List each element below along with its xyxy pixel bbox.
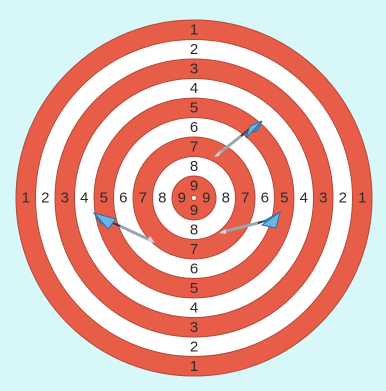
score-label-right-6: 6 [261,190,269,207]
score-label-bottom-7: 7 [190,241,198,258]
score-label-right-7: 7 [241,190,249,207]
score-label-top-9: 9 [190,177,198,194]
score-label-right-2: 2 [339,190,347,207]
score-label-left-8: 8 [158,190,166,207]
bullseye [192,196,197,201]
score-label-left-7: 7 [139,190,147,207]
score-label-bottom-4: 4 [190,299,198,316]
score-label-bottom-5: 5 [190,280,198,297]
score-label-left-6: 6 [119,190,127,207]
score-label-left-9: 9 [178,190,186,207]
score-label-bottom-2: 2 [190,338,198,355]
score-label-top-5: 5 [190,99,198,116]
score-label-right-1: 1 [358,190,366,207]
score-label-top-6: 6 [190,119,198,136]
score-label-right-9: 9 [202,190,210,207]
score-label-left-2: 2 [41,190,49,207]
score-label-right-3: 3 [319,190,327,207]
score-label-left-5: 5 [100,190,108,207]
score-label-top-1: 1 [190,21,198,38]
score-label-bottom-1: 1 [190,358,198,375]
score-label-left-1: 1 [22,190,30,207]
score-label-top-3: 3 [190,60,198,77]
score-label-left-3: 3 [61,190,69,207]
score-label-bottom-8: 8 [190,221,198,238]
score-label-top-2: 2 [190,41,198,58]
score-label-right-4: 4 [300,190,308,207]
score-label-bottom-3: 3 [190,319,198,336]
score-label-top-4: 4 [190,80,198,97]
score-label-right-5: 5 [280,190,288,207]
score-label-left-4: 4 [80,190,88,207]
score-label-top-8: 8 [190,158,198,175]
score-label-bottom-9: 9 [190,202,198,219]
score-label-right-8: 8 [222,190,230,207]
score-label-top-7: 7 [190,138,198,155]
score-label-bottom-6: 6 [190,260,198,277]
